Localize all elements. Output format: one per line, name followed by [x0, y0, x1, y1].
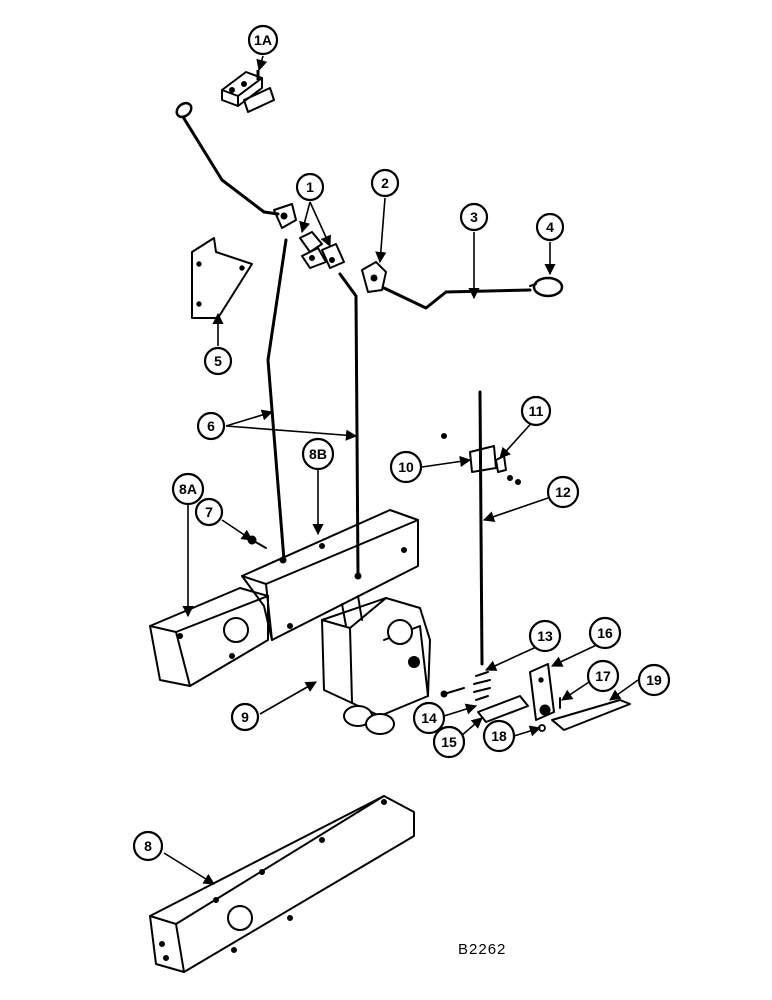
bolt-14 — [440, 687, 465, 698]
callout-1a: 1A — [247, 24, 279, 56]
control-lever-3 — [382, 286, 532, 310]
knob-4 — [529, 276, 564, 298]
leader-lines — [163, 55, 639, 885]
svg-text:6: 6 — [207, 418, 215, 434]
pivot-bracket-2 — [361, 261, 387, 293]
clip-10 — [469, 445, 497, 473]
svg-text:17: 17 — [595, 668, 611, 684]
drawing-id: B2262 — [458, 941, 506, 958]
lower-frame-8 — [149, 795, 415, 973]
plate-16 — [529, 663, 555, 721]
callout-1: 1 — [295, 172, 325, 202]
svg-text:19: 19 — [646, 672, 662, 688]
callout-9: 9 — [230, 702, 260, 732]
svg-text:13: 13 — [537, 628, 553, 644]
svg-text:18: 18 — [491, 728, 507, 744]
link-15 — [477, 695, 529, 723]
callout-14: 14 — [412, 701, 446, 735]
callout-2: 2 — [370, 168, 400, 198]
rod-12 — [478, 390, 484, 666]
svg-text:5: 5 — [214, 353, 222, 369]
svg-text:11: 11 — [529, 403, 544, 419]
callout-11: 11 — [520, 395, 552, 427]
svg-text:2: 2 — [381, 175, 389, 191]
callout-7: 7 — [194, 497, 224, 527]
callout-5: 5 — [203, 346, 233, 376]
svg-text:1: 1 — [306, 179, 314, 195]
callout-17: 17 — [586, 659, 620, 693]
callout-13: 13 — [528, 619, 562, 653]
svg-text:12: 12 — [555, 484, 571, 500]
svg-text:1A: 1A — [254, 32, 272, 48]
callout-6: 6 — [196, 411, 226, 441]
callout-15: 15 — [432, 725, 466, 759]
callout-16: 16 — [588, 616, 622, 650]
left-control-lever — [175, 101, 297, 229]
callout-8b: 8B — [301, 437, 335, 471]
control-valve-9 — [321, 595, 431, 735]
clevis-1 — [299, 231, 345, 269]
support-frame-8b — [241, 509, 419, 641]
callout-10: 10 — [389, 450, 423, 484]
svg-text:15: 15 — [441, 734, 457, 750]
svg-text:4: 4 — [546, 219, 554, 235]
callout-4: 4 — [535, 212, 565, 242]
callout-19: 19 — [637, 663, 671, 697]
callout-3: 3 — [459, 202, 489, 232]
spring-13 — [473, 671, 491, 701]
svg-text:14: 14 — [421, 710, 437, 726]
callout-12: 12 — [546, 475, 580, 509]
bolt-7 — [247, 535, 267, 549]
callout-8: 8 — [132, 830, 164, 862]
bracket-19 — [551, 699, 631, 731]
svg-text:8A: 8A — [179, 481, 197, 497]
svg-text:8B: 8B — [309, 446, 327, 462]
svg-text:9: 9 — [241, 709, 249, 725]
svg-text:3: 3 — [470, 209, 478, 225]
mounting-bracket-5 — [191, 237, 253, 319]
callout-18: 18 — [482, 719, 516, 753]
bracket-1a — [221, 70, 275, 113]
svg-text:7: 7 — [205, 504, 213, 520]
svg-text:16: 16 — [597, 625, 613, 641]
callout-8a: 8A — [171, 472, 205, 506]
svg-text:10: 10 — [398, 459, 414, 475]
svg-text:8: 8 — [144, 838, 152, 854]
support-frame-8a — [149, 587, 269, 687]
control-rods-6 — [266, 238, 362, 580]
